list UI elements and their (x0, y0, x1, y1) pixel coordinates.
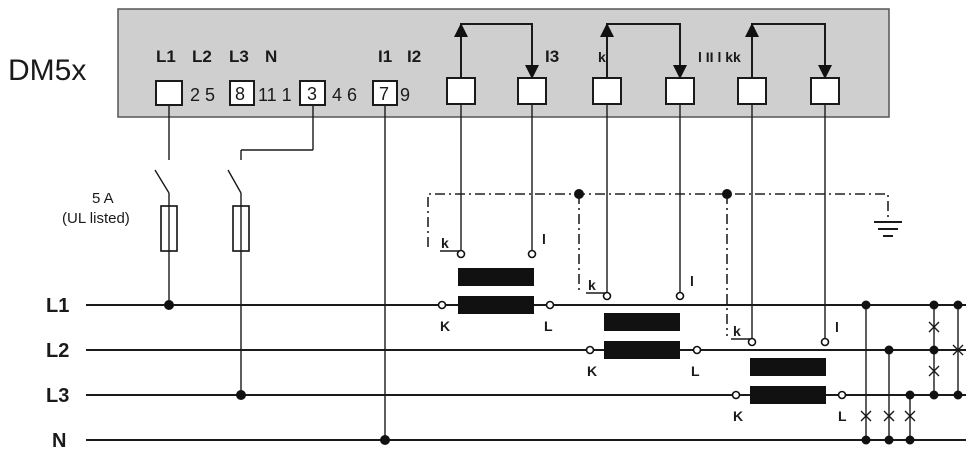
line-label-n: N (52, 430, 66, 452)
ct2-secondary-l: l (690, 273, 694, 289)
label-i1: I1 (378, 47, 392, 66)
current-transformer-3 (731, 104, 847, 404)
fuse-rating: 5 A (92, 190, 114, 207)
terminal-i1-k (446, 77, 476, 105)
label-i2: I2 (407, 47, 421, 66)
load-connections (860, 300, 964, 445)
terminal-i3-l (810, 77, 840, 105)
terminal-number-4-6: 4 6 (332, 85, 357, 105)
label-l-group: l II l kk (698, 49, 741, 65)
terminal-i2-l (665, 77, 695, 105)
voltage-tap-l1 (154, 105, 178, 310)
label-n: N (265, 47, 277, 66)
ct3-primary-l: L (838, 408, 847, 424)
label-l3: L3 (229, 47, 249, 66)
label-l1: L1 (156, 47, 176, 66)
label-l2: L2 (192, 47, 212, 66)
terminal-7 (372, 80, 398, 106)
ct2-primary-l: L (691, 363, 700, 379)
current-arrow-2 (600, 23, 687, 79)
current-arrow-1 (454, 23, 539, 79)
terminal-number-7: 7 (379, 84, 389, 104)
ct3-secondary-k: k (733, 323, 741, 339)
terminal-number-2-5: 2 5 (190, 85, 215, 105)
ground-icon (874, 221, 902, 237)
ct1-secondary-k: k (441, 235, 449, 251)
terminal-number-3: 3 (307, 84, 317, 104)
neutral-tap (380, 105, 390, 445)
current-arrow-3 (745, 23, 832, 79)
fuse-note: (UL listed) (62, 210, 130, 227)
device-name: DM5x (8, 54, 86, 87)
current-transformer-1 (437, 104, 555, 314)
terminal-i2-k (592, 77, 622, 105)
terminal-number-11-1: 11 1 (258, 85, 292, 105)
ct2-secondary-k: k (588, 277, 596, 293)
line-label-l2: L2 (46, 340, 69, 362)
ct1-primary-l: L (544, 318, 553, 334)
line-label-l1: L1 (46, 295, 69, 317)
current-transformer-2 (585, 104, 702, 359)
terminal-i1-l (517, 77, 547, 105)
terminal-number-8: 8 (235, 84, 245, 104)
terminal-number-9: 9 (400, 85, 410, 105)
terminal-1 (155, 80, 183, 106)
line-label-l3: L3 (46, 385, 69, 407)
terminal-8 (229, 80, 255, 106)
label-k-small: k (598, 49, 606, 65)
terminal-i3-k (737, 77, 767, 105)
voltage-tap-l3 (227, 105, 314, 400)
label-i3: I3 (545, 47, 559, 66)
ct3-secondary-l: l (835, 319, 839, 335)
earth-line (427, 193, 889, 247)
ct1-primary-k: K (440, 318, 450, 334)
ct1-secondary-l: l (542, 231, 546, 247)
ct3-primary-k: K (733, 408, 743, 424)
ct2-primary-k: K (587, 363, 597, 379)
